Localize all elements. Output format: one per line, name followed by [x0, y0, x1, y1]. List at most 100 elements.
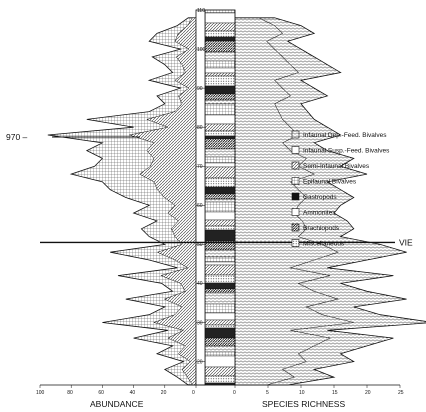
lithology-bed — [204, 51, 236, 62]
depth-tick-label: 40 — [197, 281, 203, 287]
abundance-tick-label: 40 — [130, 390, 136, 396]
lithology-bed — [204, 9, 236, 14]
legend-swatch — [291, 161, 300, 170]
legend-swatch — [291, 177, 300, 185]
depth-tick-label: 110 — [197, 8, 205, 14]
lithology-bed — [204, 193, 236, 200]
depth-tick-label: 30 — [197, 320, 203, 326]
richness-tick-label: 5 — [266, 390, 269, 396]
lithology-bed — [204, 282, 236, 290]
lithology-bed — [204, 130, 236, 137]
depth-tick-label: 60 — [197, 203, 203, 209]
depth-tick-label: 20 — [197, 359, 203, 365]
970-label: 970 – — [6, 132, 28, 142]
legend-label: Epifaunal Bivalves — [303, 179, 357, 186]
lithology-bed — [204, 303, 236, 314]
abundance-area — [47, 17, 197, 386]
legend-swatch — [291, 208, 300, 216]
lithology-bed — [204, 12, 236, 24]
lithology-bed — [204, 292, 236, 305]
legend-swatch — [291, 239, 300, 247]
richness-tick-label: 0 — [233, 390, 236, 396]
lithology-bed — [204, 186, 236, 195]
lithology-bed — [204, 249, 236, 258]
depth-tick-label: 90 — [197, 86, 203, 92]
lithology-bed — [204, 256, 236, 263]
lithology-bed — [204, 201, 236, 213]
legend-swatch — [291, 146, 300, 154]
abundance-tick-label: 0 — [192, 390, 195, 396]
lithology-bed — [204, 85, 236, 95]
depth-ticks: 110 100 90 80 70 60 50 40 30 20 — [196, 8, 206, 365]
depth-tick-label: 100 — [197, 47, 206, 53]
species-richness-area — [234, 17, 426, 386]
lithology-bed — [204, 135, 236, 140]
richness-tick-label: 15 — [332, 390, 338, 396]
lithology-bed — [204, 274, 236, 284]
left-depth-bar — [195, 9, 206, 386]
lithology-bed — [204, 72, 236, 77]
richness-axis-ticks: 0 5 10 15 20 25 — [233, 385, 404, 396]
lithology-bed — [204, 211, 236, 221]
lithology-bed — [204, 229, 236, 242]
lithology-bed — [204, 30, 236, 38]
depth-tick-label: 80 — [197, 125, 203, 131]
species-richness-inner-line — [258, 17, 354, 386]
lithology-bed — [204, 40, 236, 53]
lithology-bed — [204, 75, 236, 87]
legend-label: Infaunal Susp.-Feed. Bivalves — [303, 148, 390, 155]
abundance-tick-label: 20 — [161, 390, 167, 396]
lithology-bed — [204, 114, 236, 125]
lithology-bed — [204, 67, 236, 74]
lithology-bed — [204, 351, 236, 357]
lithology-column — [204, 9, 236, 386]
abundance-tick-label: 60 — [98, 390, 104, 396]
species-richness-axis-label: SPECIES RICHNESS — [262, 399, 345, 409]
lithology-bed — [204, 162, 236, 168]
legend-label: Infaunal Dep.-Feed. Bivalves — [303, 132, 387, 139]
richness-tick-label: 20 — [365, 390, 371, 396]
lithology-bed — [204, 312, 236, 321]
legend-label: Gastropods — [303, 194, 337, 201]
abundance-tick-label: 100 — [36, 390, 45, 396]
abundance-inner-area — [128, 17, 197, 386]
lithology-bed — [204, 324, 236, 329]
lithology-bed — [204, 177, 236, 188]
lithology-bed — [204, 156, 236, 164]
lithology-bed — [204, 264, 236, 276]
lithology-bed — [204, 345, 236, 353]
lithology-bed — [204, 22, 236, 32]
legend-swatch — [291, 192, 300, 201]
legend-swatch — [291, 130, 300, 139]
lithology-bed — [204, 36, 236, 42]
legend-swatch — [291, 223, 300, 232]
legend-label: Semi-Infaunal Bivalves — [303, 163, 370, 170]
lithology-bed — [204, 123, 236, 132]
lithology-bed — [204, 261, 236, 266]
lithology-bed — [204, 225, 236, 231]
abundance-axis-label: ABUNDANCE — [90, 399, 144, 409]
lithology-bed — [204, 60, 236, 69]
lithology-bed — [204, 366, 236, 377]
legend-label: Brachiopods — [303, 225, 340, 232]
vie-label: VIE — [399, 237, 413, 247]
depth-tick-label: 70 — [197, 164, 203, 170]
lithology-bed — [204, 219, 236, 227]
richness-tick-label: 25 — [398, 390, 404, 396]
lithology-bed — [204, 375, 236, 384]
lithology-bed — [204, 327, 236, 339]
lithology-bed — [204, 355, 236, 368]
depth-tick-label: 50 — [197, 242, 203, 248]
richness-tick-label: 10 — [299, 390, 305, 396]
lithology-bed — [204, 288, 236, 294]
lithology-bed — [204, 138, 236, 150]
lithology-bed — [204, 198, 236, 203]
lithology-bed — [204, 166, 236, 179]
lithology-bed — [204, 99, 236, 105]
lithology-bed — [204, 319, 236, 326]
legend-label: Ammonites — [303, 210, 336, 217]
lithology-bed — [204, 93, 236, 101]
